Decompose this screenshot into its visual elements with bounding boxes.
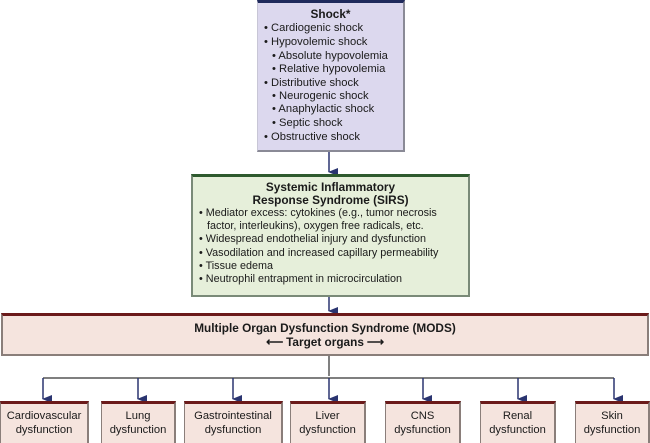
shock-item: • Hypovolemic shock (264, 36, 368, 49)
shock-item: • Obstructive shock (264, 130, 360, 143)
organ-label: Lung (125, 410, 151, 422)
organ-box-skin: Skin dysfunction (575, 401, 650, 443)
organ-box-cns: CNS dysfunction (385, 401, 461, 443)
sirs-title-line2: Response Syndrome (SIRS) (252, 193, 409, 207)
sirs-item: • Tissue edema (199, 259, 273, 272)
organ-box-renal: Renal dysfunction (480, 401, 556, 443)
shock-box: Shock* • Cardiogenic shock • Hypovolemic… (257, 0, 405, 152)
organ-label: Cardiovascular (6, 410, 82, 422)
target-organs-row: ⟵ Target organs ⟶ (3, 335, 647, 349)
organ-label: Renal (502, 410, 533, 422)
organ-box-lung: Lung dysfunction (101, 401, 176, 443)
shock-subitem: • Neurogenic shock (272, 90, 369, 103)
organ-box-liver: Liver dysfunction (290, 401, 366, 443)
shock-item: • Cardiogenic shock (264, 22, 364, 35)
organ-label: dysfunction (109, 423, 167, 436)
shock-subitem: • Absolute hypovolemia (272, 49, 388, 62)
shock-list: • Cardiogenic shock • Hypovolemic shock … (264, 22, 403, 144)
left-arrow-icon: ⟵ (266, 335, 284, 349)
target-organs-label: Target organs (286, 335, 364, 349)
organ-label: dysfunction (583, 423, 641, 436)
sirs-title-line1: Systemic Inflammatory (265, 180, 396, 194)
organ-label: dysfunction (15, 423, 73, 436)
organ-label: Skin (601, 410, 623, 422)
organ-box-gastrointestinal: Gastrointestinal dysfunction (184, 401, 283, 443)
shock-item: • Distributive shock (264, 77, 359, 90)
organ-label: Liver (315, 410, 340, 422)
sirs-box: Systemic Inflammatory Response Syndrome … (191, 174, 470, 297)
shock-title: Shock* (310, 7, 351, 21)
sirs-item: • Widespread endothelial injury and dysf… (199, 233, 427, 246)
sirs-item: • Neutrophil entrapment in microcirculat… (199, 273, 403, 286)
organ-label: dysfunction (489, 423, 546, 436)
sirs-item-continuation: factor, interleukins), oxygen free radic… (207, 220, 424, 233)
shock-subitem: • Anaphylactic shock (272, 103, 375, 116)
organ-label: Gastrointestinal (194, 410, 272, 422)
sirs-item: • Mediator excess: cytokines (e.g., tumo… (199, 207, 437, 219)
organ-label: dysfunction (394, 423, 451, 436)
organ-label: CNS (410, 410, 435, 422)
mods-box: Multiple Organ Dysfunction Syndrome (MOD… (1, 313, 649, 356)
organ-box-cardiovascular: Cardiovascular dysfunction (0, 401, 89, 443)
sirs-item: • Vasodilation and increased capillary p… (199, 246, 439, 259)
right-arrow-icon: ⟶ (366, 335, 384, 349)
shock-subitem: • Relative hypovolemia (272, 62, 386, 75)
mods-title: Multiple Organ Dysfunction Syndrome (MOD… (194, 321, 456, 335)
shock-subitem: • Septic shock (272, 116, 343, 129)
organ-label: dysfunction (204, 423, 262, 436)
organ-label: dysfunction (299, 423, 356, 436)
